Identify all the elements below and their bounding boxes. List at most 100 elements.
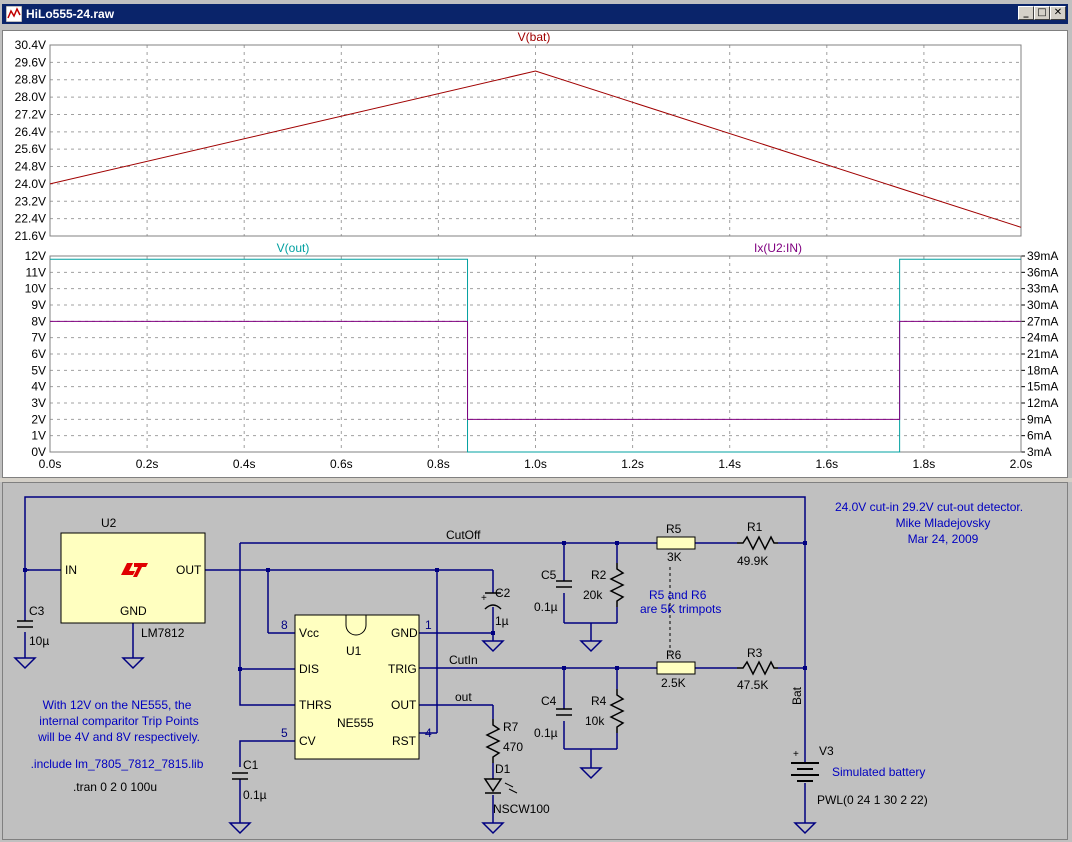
net-cutin-label: CutIn [449, 653, 478, 667]
tran-directive[interactable]: .tran 0 2 0 100u [73, 780, 157, 794]
vbat-y-tick-label: 29.6V [15, 55, 46, 69]
v3-plus: + [793, 749, 799, 760]
vout-trace-title: V(out) [277, 241, 310, 255]
c2-value: 1µ [495, 614, 509, 628]
c4-ref: C4 [541, 694, 557, 708]
r2-resistor-symbol[interactable] [609, 563, 625, 607]
vout-y-tick-label: 6V [31, 347, 46, 361]
r3-resistor-symbol[interactable] [737, 660, 778, 676]
v3-value: PWL(0 24 1 30 2 22) [817, 793, 928, 807]
ix-y-tick-label: 9mA [1027, 412, 1052, 426]
u1-ref: U1 [346, 644, 362, 658]
c5-ref: C5 [541, 568, 557, 582]
r4-value: 10k [585, 714, 605, 728]
r5-resistor-symbol[interactable] [656, 536, 696, 550]
waveform-plots[interactable]: V(bat) 30.4V29.6V28.8V28.0V27.2V26.4V25.… [3, 31, 1067, 477]
pane-splitter[interactable] [0, 478, 1072, 482]
u1-pin5-number: 5 [281, 726, 288, 740]
comparator-note-line3: will be 4V and 8V respectively. [37, 730, 200, 744]
vbat-y-tick-label: 30.4V [15, 38, 46, 52]
r3-ref: R3 [747, 646, 763, 660]
net-bat-label: Bat [790, 686, 804, 705]
ix-y-tick-label: 12mA [1027, 396, 1058, 410]
window-title: HiLo555-24.raw [26, 7, 115, 21]
ix-u2-in-trace-title: Ix(U2:IN) [754, 241, 802, 255]
schematic-editor[interactable]: U2 IN OUT GND LM7812 C3 10µ U1 NE555 Vcc… [2, 482, 1068, 840]
schematic-drawing[interactable]: U2 IN OUT GND LM7812 C3 10µ U1 NE555 Vcc… [3, 483, 1067, 839]
vout-y-tick-label: 4V [31, 380, 46, 394]
r1-resistor-symbol[interactable] [737, 535, 778, 551]
r6-resistor-symbol[interactable] [656, 661, 696, 675]
vout-y-tick-label: 8V [31, 314, 46, 328]
c5-value: 0.1µ [534, 600, 558, 614]
vout-y-tick-label: 11V [26, 265, 46, 279]
ground-icons [13, 640, 817, 835]
u2-pin-gnd: GND [120, 604, 147, 618]
vbat-y-ticks: 30.4V29.6V28.8V28.0V27.2V26.4V25.6V24.8V… [15, 38, 46, 243]
c5-capacitor-symbol[interactable] [556, 580, 572, 588]
vbat-y-tick-label: 27.2V [15, 107, 46, 121]
ix-y-tick-label: 30mA [1027, 298, 1058, 312]
vout-y-tick-label: 2V [31, 412, 46, 426]
vbat-y-tick-label: 23.2V [15, 194, 46, 208]
time-x-tick-label: 0.6s [330, 457, 353, 471]
vbat-trace-title: V(bat) [518, 31, 551, 44]
comparator-note-line1: With 12V on the NE555, the [43, 698, 192, 712]
r7-resistor-symbol[interactable] [485, 719, 501, 763]
wires [24, 496, 806, 823]
r4-resistor-symbol[interactable] [609, 689, 625, 733]
r2-ref: R2 [591, 568, 607, 582]
vout-y-tick-label: 5V [31, 363, 46, 377]
vout-y-tick-label: 10V [25, 282, 46, 296]
vbat-y-tick-label: 21.6V [15, 229, 46, 243]
u2-ref: U2 [101, 516, 117, 530]
r6-value: 2.5K [661, 676, 686, 690]
d1-value: NSCW100 [493, 802, 550, 816]
ix-y-tick-label: 6mA [1027, 429, 1052, 443]
ix-y-tick-label: 3mA [1027, 445, 1052, 459]
include-directive[interactable]: .include lm_7805_7812_7815.lib [31, 757, 204, 771]
r5-value: 3K [667, 550, 682, 564]
minimize-button[interactable]: _ [1018, 6, 1034, 20]
close-button[interactable]: ✕ [1050, 6, 1066, 20]
r1-ref: R1 [747, 520, 763, 534]
vout-y-tick-label: 9V [31, 298, 46, 312]
u1-ne555-body[interactable] [294, 614, 420, 760]
header-line1: 24.0V cut-in 29.2V cut-out detector. [835, 500, 1023, 514]
u1-pin-thrs: THRS [299, 698, 332, 712]
time-x-tick-label: 0.4s [233, 457, 256, 471]
vout-y-tick-label: 12V [25, 249, 46, 263]
maximize-button[interactable]: □ [1034, 6, 1050, 20]
time-x-tick-label: 0.2s [136, 457, 159, 471]
ix-y-tick-label: 24mA [1027, 331, 1058, 345]
r3-value: 47.5K [737, 678, 768, 692]
c3-capacitor-symbol[interactable] [17, 620, 33, 628]
vout-y-tick-label: 3V [31, 396, 46, 410]
u1-pin-rst: RST [392, 734, 417, 748]
vbat-series-line [49, 70, 1022, 228]
vout-series-line [50, 258, 1021, 453]
u1-part: NE555 [337, 716, 374, 730]
header-line2: Mike Mladejovsky [896, 516, 991, 530]
ix-u2-in-series-line [50, 320, 1021, 420]
vbat-y-tick-label: 28.8V [15, 73, 46, 87]
time-x-tick-label: 0.0s [39, 457, 62, 471]
vout-y-tick-label: 1V [31, 429, 46, 443]
c1-capacitor-symbol[interactable] [232, 772, 248, 780]
maximize-icon: □ [1037, 7, 1047, 18]
u2-regulator-body[interactable] [60, 532, 206, 624]
lt-logo-icon [121, 563, 148, 577]
c2-capacitor-symbol[interactable] [484, 592, 502, 610]
u1-notch [345, 615, 367, 636]
c4-capacitor-symbol[interactable] [556, 708, 572, 716]
vbat-grid [50, 44, 1021, 237]
comparator-note-line2: internal comparitor Trip Points [39, 714, 198, 728]
v3-battery-icon[interactable] [791, 762, 819, 782]
v3-ref: V3 [819, 744, 834, 758]
junction-dots [23, 541, 807, 671]
d1-led-icon[interactable] [483, 778, 518, 794]
time-x-tick-label: 0.8s [427, 457, 450, 471]
